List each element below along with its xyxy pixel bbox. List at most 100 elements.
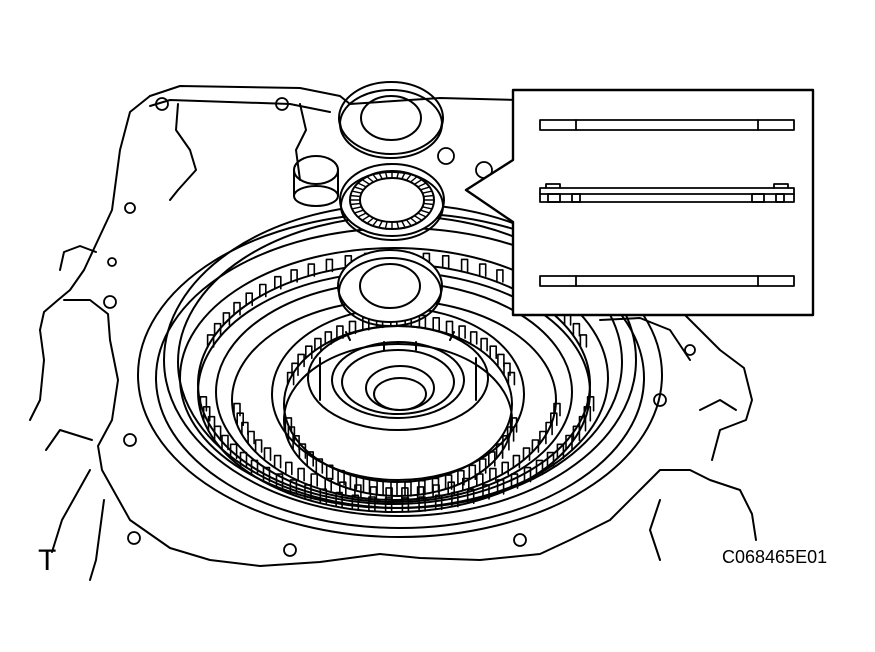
needle-roller — [367, 176, 374, 183]
spline-tooth — [583, 406, 592, 422]
thrust-washer-bottom — [337, 249, 443, 327]
spline-tooth — [416, 486, 425, 500]
needle-roller — [384, 222, 388, 229]
spline-tooth — [297, 467, 305, 482]
needle-roller — [362, 179, 370, 185]
spline-tooth — [556, 443, 565, 460]
spline-tooth — [445, 320, 454, 335]
spline-tooth — [495, 443, 504, 459]
spline-tooth — [221, 434, 229, 451]
spline-tooth — [418, 314, 427, 329]
spline-tooth — [496, 269, 504, 283]
needle-roller — [396, 171, 400, 178]
spline-tooth — [482, 484, 490, 500]
needle-roller — [354, 209, 364, 214]
spline-tooth — [441, 255, 450, 269]
spline-tooth — [325, 258, 334, 273]
spline-tooth — [354, 484, 362, 498]
spline-tooth — [431, 477, 440, 494]
spline-tooth — [539, 430, 547, 445]
spline-tooth — [384, 497, 393, 513]
spline-tooth — [274, 275, 282, 290]
needle-roller — [410, 217, 417, 224]
spline-tooth — [305, 345, 313, 359]
spline-tooth — [206, 334, 215, 348]
spline-tooth — [247, 430, 255, 445]
needle-roller — [406, 219, 412, 226]
spline-tooth — [376, 479, 384, 496]
spline-tooth — [503, 362, 511, 377]
spline-tooth — [297, 353, 305, 368]
needle-bearing — [339, 163, 445, 241]
spline-tooth — [458, 325, 466, 339]
needle-roller — [378, 172, 383, 179]
figure-code: C068465E01 — [722, 547, 828, 567]
spline-tooth — [535, 459, 544, 476]
spline-tooth — [310, 473, 318, 487]
needle-roller — [362, 215, 370, 221]
spline-tooth — [506, 426, 515, 442]
section-washer-bottom — [539, 275, 795, 287]
spline-tooth — [478, 263, 487, 277]
needle-roller — [367, 217, 374, 224]
spline-tooth — [349, 474, 358, 490]
case-bosses — [293, 155, 339, 207]
spline-tooth — [259, 283, 267, 298]
needle-roller — [423, 202, 434, 206]
spline-tooth — [262, 466, 271, 483]
spline-tooth — [468, 464, 477, 481]
needle-roller — [372, 174, 378, 181]
spline-tooth — [229, 443, 238, 460]
spline-tooth — [222, 312, 231, 326]
needle-roller — [354, 186, 364, 191]
needle-roller — [422, 190, 432, 194]
spline-tooth — [241, 421, 249, 436]
spline-tooth — [213, 322, 222, 337]
spline-tooth — [348, 320, 357, 335]
spline-tooth — [275, 473, 284, 489]
spline-tooth — [233, 301, 241, 316]
needle-roller — [417, 212, 426, 218]
spline-tooth — [480, 337, 488, 352]
needle-roller — [352, 190, 362, 194]
spline-tooth — [306, 451, 314, 467]
spline-tooth — [339, 481, 347, 495]
spline-tooth — [509, 417, 518, 433]
spline-tooth — [418, 496, 426, 512]
needle-roller — [384, 171, 388, 178]
section-washer-top — [539, 119, 795, 131]
spline-tooth — [507, 371, 516, 386]
section-needle-bearing — [539, 183, 795, 203]
spline-tooth — [545, 421, 553, 436]
spline-tooth — [578, 415, 587, 432]
spline-tooth — [572, 322, 581, 337]
spline-tooth — [432, 317, 440, 331]
spline-tooth — [401, 497, 410, 513]
spline-tooth — [404, 481, 412, 497]
spline-tooth — [250, 459, 259, 476]
needle-roller — [420, 186, 430, 191]
spline-tooth — [489, 467, 497, 482]
spline-tooth — [207, 415, 216, 432]
spline-tooth — [289, 479, 298, 495]
spline-tooth — [291, 362, 299, 377]
spline-tooth — [324, 477, 332, 492]
spline-tooth — [579, 334, 588, 348]
spline-tooth — [418, 479, 426, 496]
needle-roller — [401, 221, 406, 228]
spline-tooth — [550, 412, 558, 426]
needle-roller — [352, 206, 362, 210]
spline-tooth — [457, 469, 465, 486]
spline-tooth — [476, 473, 484, 487]
spline-tooth — [496, 479, 505, 495]
spline-tooth — [362, 477, 371, 494]
spline-tooth — [512, 454, 521, 469]
needle-roller — [422, 206, 432, 210]
spline-tooth — [325, 464, 334, 481]
spline-tooth — [444, 474, 453, 490]
thrust-washer-top — [338, 81, 444, 159]
spline-tooth — [553, 402, 561, 417]
spline-tooth — [285, 461, 293, 476]
spline-tooth — [273, 454, 282, 469]
needle-roller — [410, 176, 417, 183]
